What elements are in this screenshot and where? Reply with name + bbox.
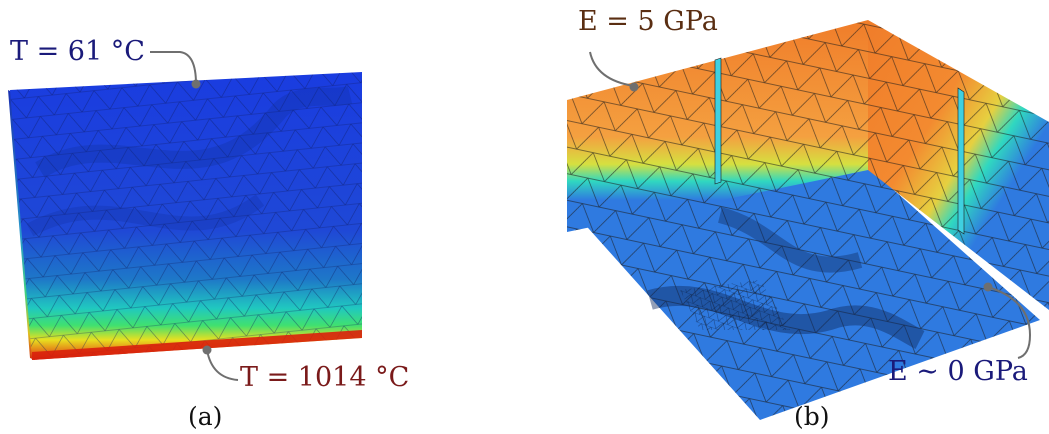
marker-bottom-modulus xyxy=(983,282,993,292)
label-bottom-temperature: T = 1014 °C xyxy=(240,362,410,393)
marker-top-modulus xyxy=(629,82,639,92)
caption-a: (a) xyxy=(188,402,223,431)
label-top-temperature: T = 61 °C xyxy=(10,36,145,67)
leader-top-temp xyxy=(150,51,197,85)
caption-b: (b) xyxy=(794,402,830,431)
leader-top-modulus xyxy=(589,51,635,87)
label-top-modulus: E = 5 GPa xyxy=(578,6,718,37)
marker-bottom-temp xyxy=(202,345,212,355)
panel-b xyxy=(567,20,1049,420)
leader-bottom-temp xyxy=(206,349,239,381)
panel-a xyxy=(8,51,362,381)
leader-bottom-modulus xyxy=(987,286,1032,359)
marker-top-temp xyxy=(191,79,201,89)
label-bottom-modulus: E ∼ 0 GPa xyxy=(888,356,1028,387)
